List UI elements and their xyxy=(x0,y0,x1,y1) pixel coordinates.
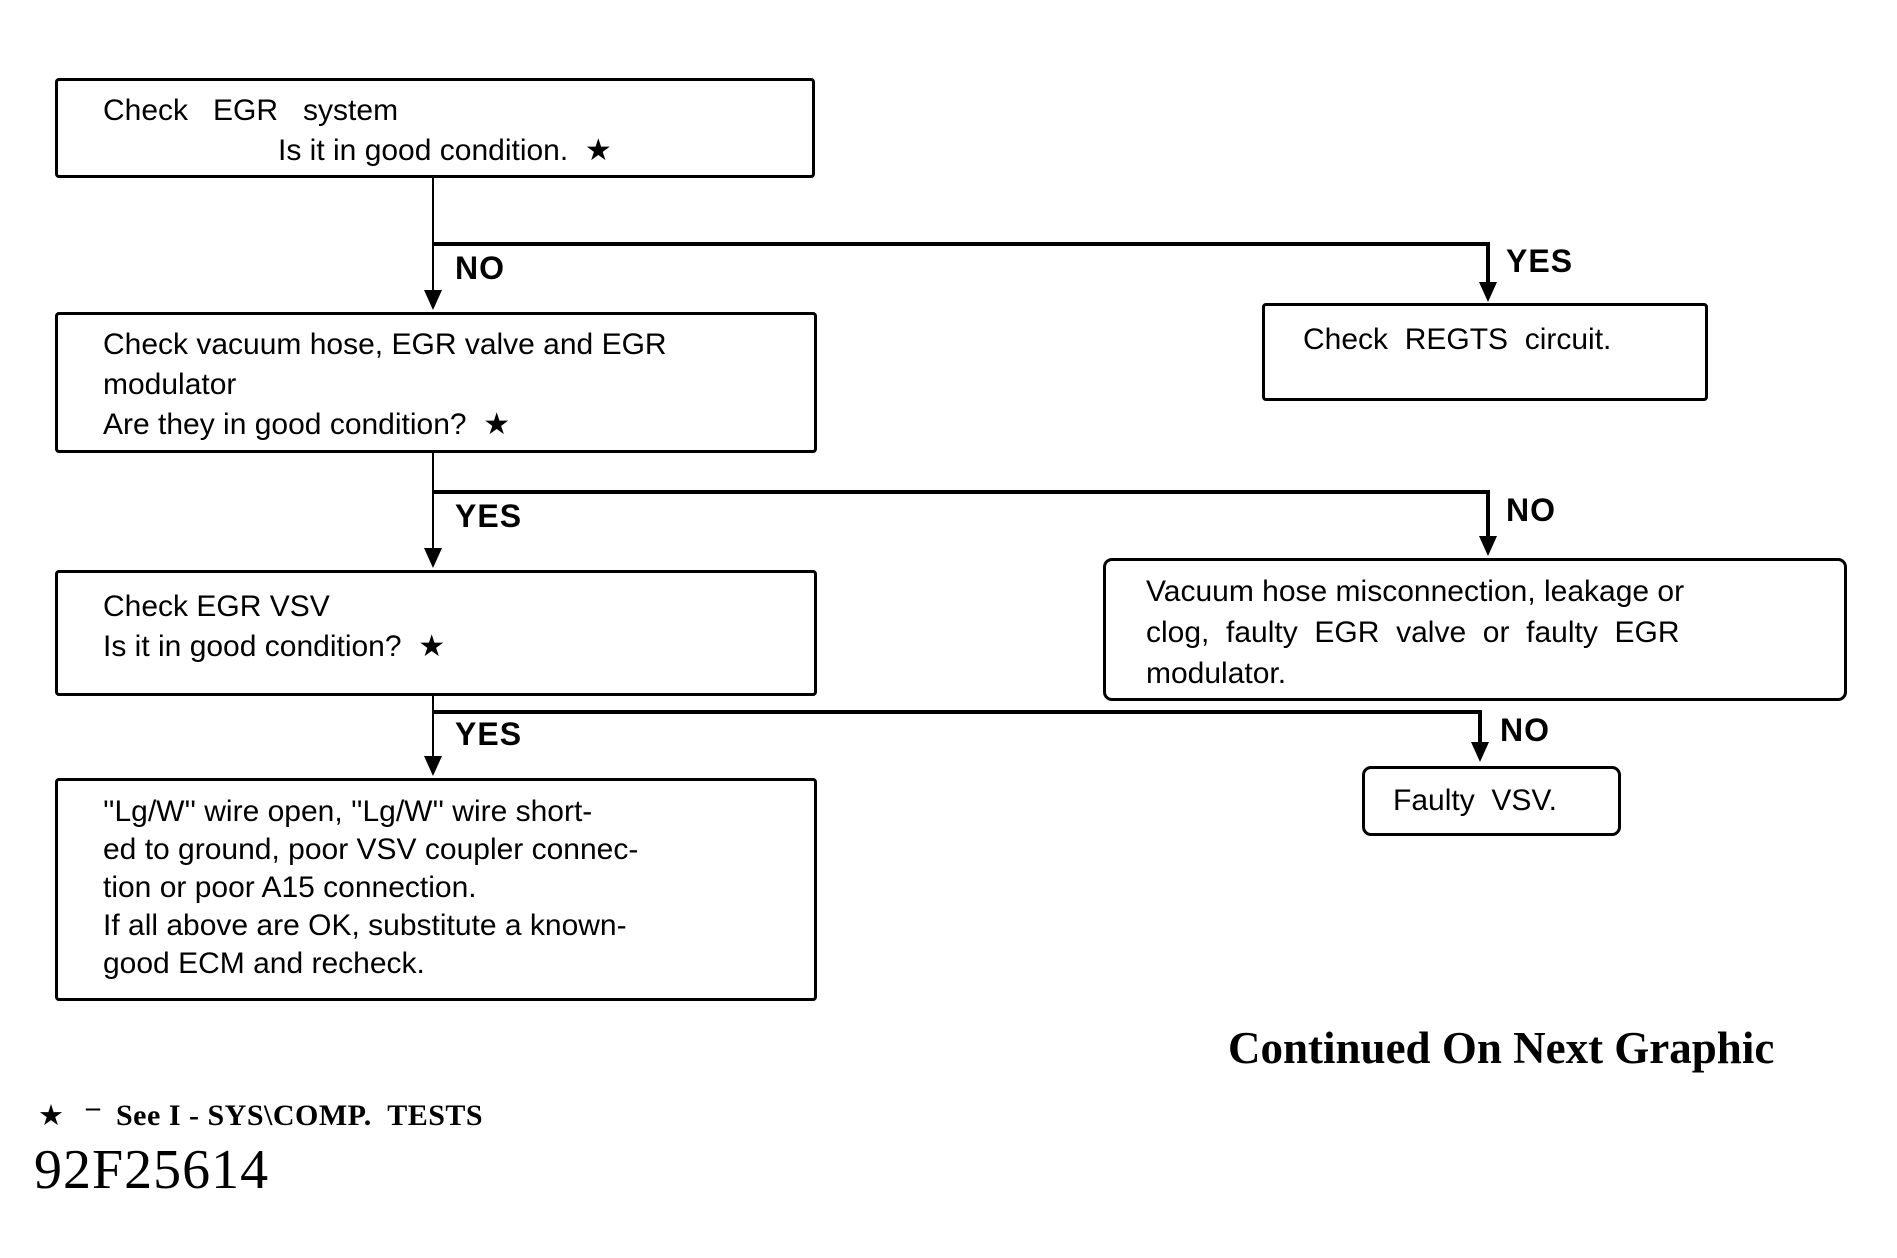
branch1-no-label: NO xyxy=(455,250,505,286)
node-text-line: modulator. xyxy=(1146,657,1287,690)
node-text-line: Is it in good condition. ★ xyxy=(278,134,612,167)
connector-trunk1-vline xyxy=(432,178,434,296)
node-text-line: modulator xyxy=(103,368,237,401)
node-text-line: Check vacuum hose, EGR valve and EGR xyxy=(103,328,667,361)
connector-branch2-hline xyxy=(432,490,1490,494)
node-text-line: clog, faulty EGR valve or faulty EGR xyxy=(1146,616,1680,649)
footnote: ★–See I - SYS\COMP. TESTS xyxy=(38,1092,484,1133)
branch3-no-label: NO xyxy=(1500,712,1550,748)
connector-branch1-vline xyxy=(1486,242,1490,284)
node-text-line: Is it in good condition? ★ xyxy=(103,630,446,663)
arrowhead-to-check-regts xyxy=(1479,282,1497,302)
node-vacuum-fault: Vacuum hose misconnection, leakage or cl… xyxy=(1103,558,1847,701)
arrowhead-to-wire-fault xyxy=(424,756,442,776)
connector-branch1-hline xyxy=(432,242,1490,246)
figure-code: 92F25614 xyxy=(34,1139,270,1201)
arrowhead-to-faulty-vsv xyxy=(1471,742,1489,762)
connector-trunk2-vline xyxy=(432,453,434,551)
node-text-line: Check REGTS circuit. xyxy=(1303,323,1612,356)
arrowhead-to-check-vsv xyxy=(424,548,442,568)
node-check-vsv: Check EGR VSV Is it in good condition? ★ xyxy=(55,570,817,696)
node-text-line: Check EGR VSV xyxy=(103,590,330,623)
node-wire-fault: ''Lg/W'' wire open, ''Lg/W'' wire short-… xyxy=(55,778,817,1001)
connector-branch2-vline xyxy=(1486,490,1490,536)
connector-branch3-vline xyxy=(1478,710,1482,744)
node-text-line: ''Lg/W'' wire open, ''Lg/W'' wire short- xyxy=(103,795,593,828)
connector-trunk3-vline xyxy=(432,696,434,756)
node-check-regts: Check REGTS circuit. xyxy=(1262,303,1708,401)
node-faulty-vsv: Faulty VSV. xyxy=(1362,766,1621,836)
node-text-line: Check EGR system xyxy=(103,94,399,127)
connector-branch3-hline xyxy=(432,710,1482,714)
node-text-line: Vacuum hose misconnection, leakage or xyxy=(1146,575,1685,608)
node-text-line: Are they in good condition? ★ xyxy=(103,408,511,441)
footnote-dash: – xyxy=(86,1092,100,1123)
node-text-line: If all above are OK, substitute a known- xyxy=(103,909,627,942)
node-check-vacuum: Check vacuum hose, EGR valve and EGR mod… xyxy=(55,312,817,453)
star-icon: ★ xyxy=(38,1098,64,1132)
continued-note: Continued On Next Graphic xyxy=(1228,1023,1775,1073)
node-text-line: good ECM and recheck. xyxy=(103,947,425,980)
branch2-no-label: NO xyxy=(1506,492,1556,528)
arrowhead-to-vacuum-fault xyxy=(1479,536,1497,556)
arrowhead-to-check-vacuum xyxy=(424,290,442,310)
footnote-text: See I - SYS\COMP. TESTS xyxy=(116,1099,484,1132)
branch2-yes-label: YES xyxy=(455,498,523,534)
branch3-yes-label: YES xyxy=(455,716,523,752)
node-text-line: tion or poor A15 connection. xyxy=(103,871,477,904)
branch1-yes-label: YES xyxy=(1506,243,1574,279)
node-text-line: Faulty VSV. xyxy=(1393,784,1557,817)
node-text-line: ed to ground, poor VSV coupler connec- xyxy=(103,833,639,866)
node-check-egr-system: Check EGR system Is it in good condition… xyxy=(55,78,815,178)
